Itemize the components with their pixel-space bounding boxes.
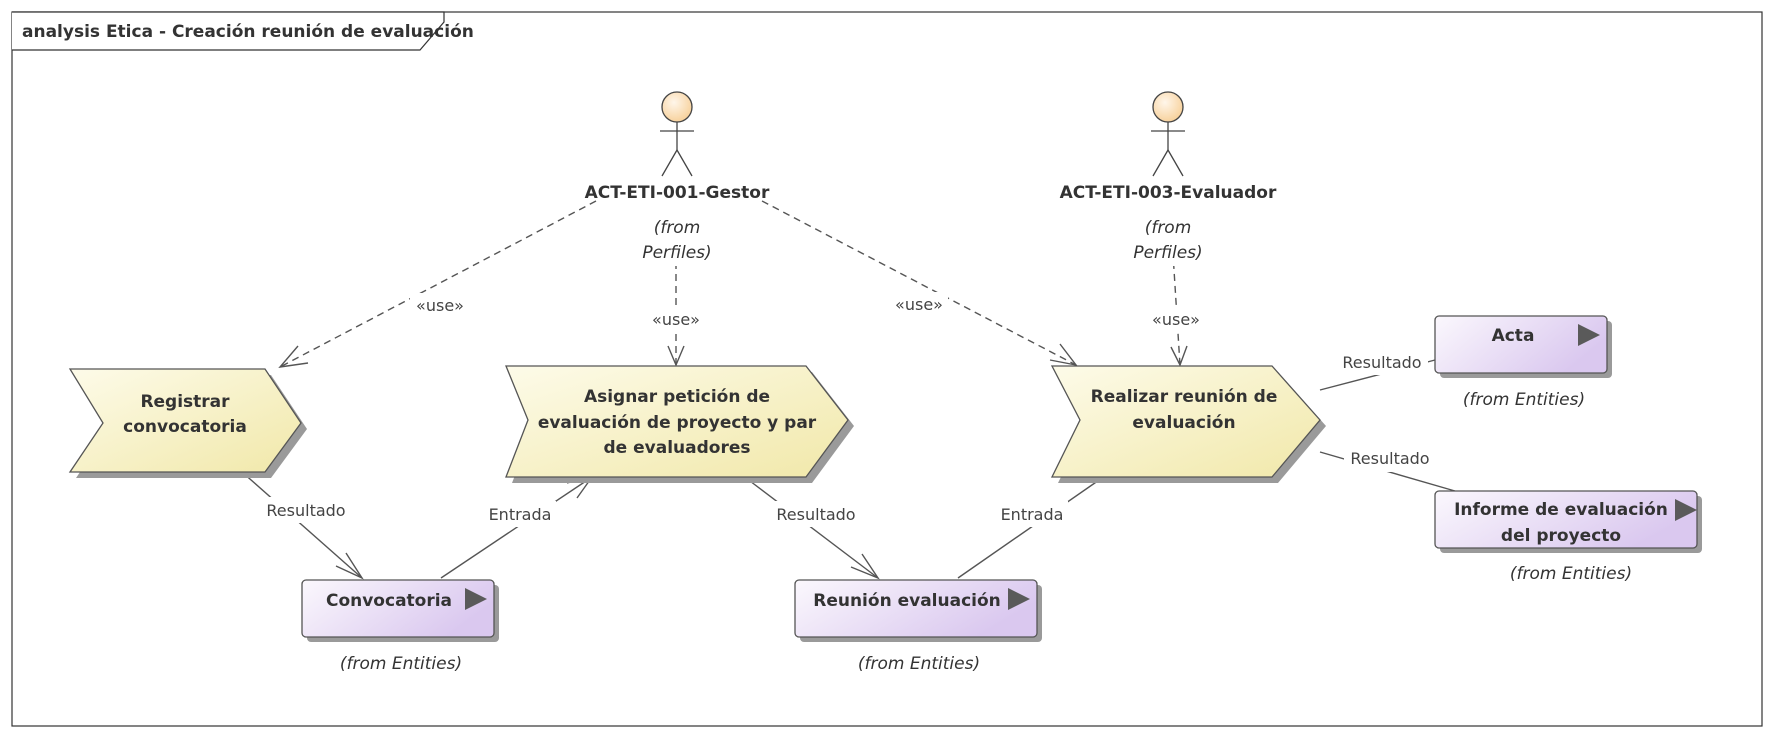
- actor-source: Perfiles): [642, 243, 711, 263]
- entrada-connector-asignar[interactable]: [440, 476, 593, 579]
- entity-shape: [1434, 315, 1608, 374]
- entity-source: (from Entities): [1463, 390, 1585, 410]
- actor-name: ACT-ETI-001-Gestor: [585, 183, 770, 203]
- resultado-label: Resultado: [266, 501, 345, 520]
- entrada-label: Entrada: [489, 505, 552, 524]
- entity-convocatoria[interactable]: Convocatoria (from Entities): [301, 579, 499, 674]
- process-label: de evaluadores: [604, 438, 751, 458]
- entity-shape: [1434, 490, 1698, 549]
- process-label: Realizar reunión de: [1091, 387, 1278, 407]
- actor-evaluador[interactable]: ACT-ETI-003-Evaluador (from Perfiles): [1060, 91, 1277, 266]
- process-label: convocatoria: [123, 417, 247, 437]
- entity-informe-evaluacion[interactable]: Informe de evaluación del proyecto (from…: [1434, 490, 1702, 584]
- process-asignar-peticion[interactable]: Asignar petición de evaluación de proyec…: [505, 365, 854, 483]
- resultado-label: Resultado: [776, 505, 855, 524]
- resultado-label: Resultado: [1350, 449, 1429, 468]
- play-triangle-icon: [465, 588, 487, 610]
- process-label: evaluación de proyecto y par: [538, 413, 817, 433]
- entity-source: (from Entities): [1510, 564, 1632, 584]
- play-triangle-icon: [1675, 499, 1697, 521]
- arrowhead-icon: [1170, 345, 1188, 367]
- actor-icon: [1151, 91, 1185, 177]
- process-shape: [68, 368, 302, 473]
- use-label: «use»: [1152, 310, 1200, 329]
- use-label: «use»: [652, 310, 700, 329]
- play-triangle-icon: [1008, 588, 1030, 610]
- frame-title: analysis Etica - Creación reunión de eva…: [22, 22, 474, 42]
- process-label: Asignar petición de: [584, 387, 770, 407]
- use-label: «use»: [416, 296, 464, 315]
- entrada-label: Entrada: [1001, 505, 1064, 524]
- actor-source: (from: [654, 218, 701, 238]
- actor-gestor[interactable]: ACT-ETI-001-Gestor (from Perfiles): [585, 91, 770, 266]
- entity-source: (from Entities): [858, 654, 980, 674]
- resultado-label: Resultado: [1342, 353, 1421, 372]
- process-registrar-convocatoria[interactable]: Registrar convocatoria: [68, 368, 307, 478]
- entity-name: Convocatoria: [326, 591, 452, 611]
- arrowhead-icon: [1049, 343, 1078, 367]
- diagram-frame: analysis Etica - Creación reunión de eva…: [11, 11, 1763, 727]
- entity-name: Informe de evaluación: [1454, 500, 1668, 520]
- entity-reunion-evaluacion[interactable]: Reunión evaluación (from Entities): [794, 579, 1042, 674]
- process-shape: [505, 365, 849, 478]
- entity-name: Acta: [1492, 326, 1535, 346]
- actor-icon: [660, 91, 694, 177]
- entity-name: Reunión evaluación: [813, 591, 1001, 611]
- use-connector-realizar[interactable]: [761, 200, 1077, 366]
- actor-source: Perfiles): [1133, 243, 1202, 263]
- arrowhead-icon: [850, 553, 880, 580]
- use-connector-evaluador[interactable]: [1171, 237, 1181, 366]
- process-shape: [1050, 365, 1321, 478]
- arrowhead-icon: [278, 345, 309, 368]
- play-triangle-icon: [1578, 324, 1600, 346]
- entity-acta[interactable]: Acta (from Entities): [1434, 315, 1612, 410]
- entity-name: del proyecto: [1501, 526, 1621, 546]
- process-label: Registrar: [140, 392, 230, 412]
- entrada-connector-realizar: [957, 477, 1103, 579]
- resultado-connector-reunion[interactable]: [745, 477, 879, 579]
- actor-source: (from: [1145, 218, 1192, 238]
- process-realizar-reunion[interactable]: Realizar reunión de evaluación: [1050, 365, 1326, 483]
- use-label: «use»: [895, 295, 943, 314]
- connector-labels: «use» «use» «use» «use» Resultado Entrad…: [260, 292, 1436, 527]
- entity-shape: [794, 579, 1038, 638]
- entity-source: (from Entities): [340, 654, 462, 674]
- arrowhead-icon: [335, 552, 364, 580]
- actor-name: ACT-ETI-003-Evaluador: [1060, 183, 1277, 203]
- entity-shape: [301, 579, 495, 638]
- use-connector-registrar[interactable]: [279, 200, 597, 368]
- process-label: evaluación: [1132, 413, 1235, 433]
- resultado-connector-convocatoria[interactable]: [241, 471, 363, 579]
- arrowhead-icon: [667, 345, 685, 367]
